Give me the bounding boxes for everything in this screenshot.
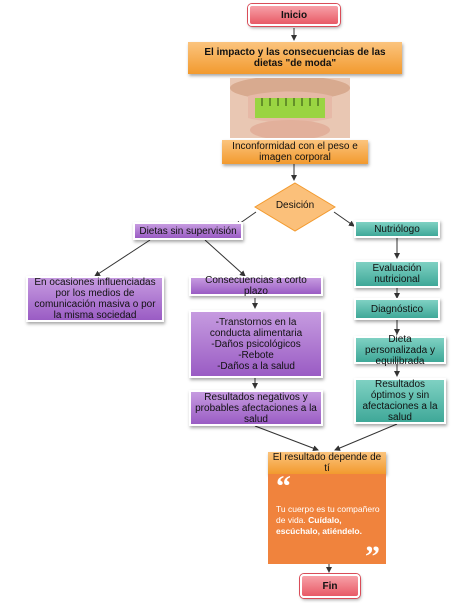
- title-node: El impacto y las consecuencias de las di…: [188, 42, 402, 74]
- start-node: Inicio: [248, 4, 340, 26]
- quote-text: Tu cuerpo es tu compañero de vida. Cuída…: [276, 504, 380, 537]
- short-term-label: Consecuencias a corto plazo: [205, 275, 307, 297]
- measuring-tape-image: [230, 78, 350, 138]
- negative-results-node: Resultados negativos y probables afectac…: [189, 390, 323, 426]
- nutritionist-label: Nutriólogo: [374, 223, 420, 235]
- media-label: En ocasiones influenciadas por los medio…: [34, 277, 156, 321]
- start-label: Inicio: [280, 9, 308, 21]
- end-node: Fin: [300, 574, 360, 598]
- diagnosis-label: Diagnóstico: [370, 303, 424, 315]
- quote-text-bold: Cuídalo, escúchalo, atiéndelo.: [276, 515, 362, 536]
- diet-node: Dieta personalizada y equilibrada: [354, 333, 446, 367]
- evaluation-label: Evaluación nutricional: [372, 263, 422, 285]
- depends-node: El resultado depende de tí: [268, 452, 386, 474]
- depends-label: El resultado depende de tí: [272, 452, 382, 474]
- media-node: En ocasiones influenciadas por los medio…: [26, 276, 164, 322]
- unsupervised-node: Dietas sin supervisión: [133, 222, 243, 240]
- inconformity-node: Inconformidad con el peso e imagen corpo…: [222, 140, 368, 164]
- close-quote-mark: ”: [365, 540, 380, 573]
- negative-results-label: Resultados negativos y probables afectac…: [195, 391, 317, 425]
- title-label: El impacto y las consecuencias de las di…: [204, 47, 386, 69]
- unsupervised-label: Dietas sin supervisión: [139, 225, 237, 237]
- evaluation-node: Evaluación nutricional: [354, 260, 440, 288]
- open-quote-mark: “: [276, 470, 291, 503]
- disorders-label: -Transtornos en la conducta alimentaria …: [209, 316, 303, 372]
- end-label: Fin: [322, 580, 338, 592]
- mouth-tape-photo: [230, 78, 350, 138]
- quote-text-plain: Tu cuerpo es tu compañero de vida.: [276, 504, 380, 525]
- inconformity-label: Inconformidad con el peso e imagen corpo…: [232, 141, 358, 163]
- decision-diamond: Desición: [254, 182, 336, 232]
- diagnosis-node: Diagnóstico: [354, 298, 440, 320]
- optimal-results-node: Resultados óptimos y sin afectaciones a …: [354, 378, 446, 424]
- decision-label: Desición: [275, 200, 315, 211]
- decision-shape: [254, 182, 336, 232]
- short-term-node: Consecuencias a corto plazo: [189, 275, 323, 297]
- disorders-node: -Transtornos en la conducta alimentaria …: [189, 310, 323, 378]
- diet-label: Dieta personalizada y equilibrada: [364, 333, 436, 367]
- quote-card: “ Tu cuerpo es tu compañero de vida. Cuí…: [268, 470, 386, 572]
- nutritionist-node: Nutriólogo: [354, 220, 440, 238]
- optimal-results-label: Resultados óptimos y sin afectaciones a …: [362, 379, 438, 423]
